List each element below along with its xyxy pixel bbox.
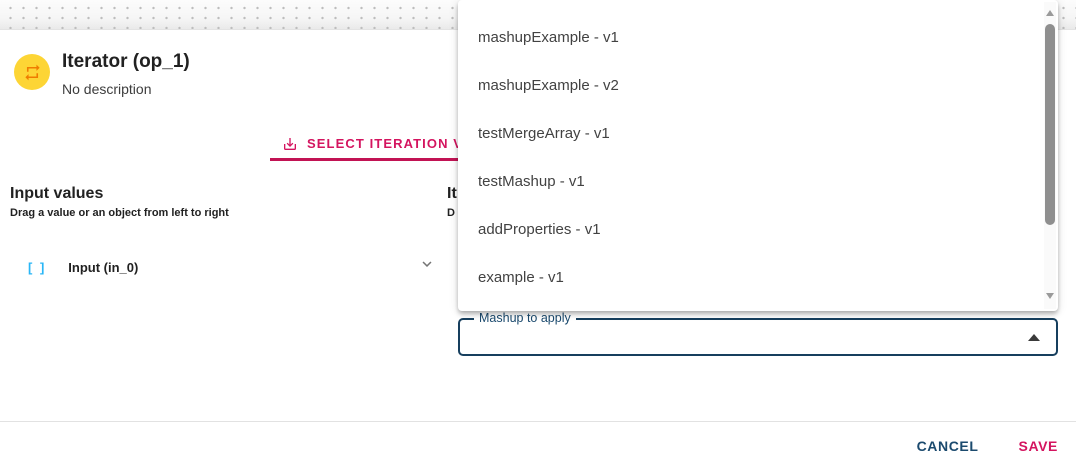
scrollbar-down-arrow-icon[interactable] — [1046, 293, 1054, 299]
iterator-node-icon — [14, 54, 50, 90]
input-values-description: Drag a value or an object from left to r… — [10, 207, 229, 219]
scrollbar-up-arrow-icon[interactable] — [1046, 10, 1054, 16]
dropdown-option[interactable]: testMashup - v1 — [478, 173, 585, 190]
save-button[interactable]: SAVE — [1018, 438, 1058, 454]
dialog-title: Iterator (op_1) — [62, 51, 190, 72]
dialog-footer: CANCEL SAVE — [917, 432, 1058, 460]
footer-divider — [0, 421, 1076, 422]
dropdown-option[interactable]: mashupExample - v2 — [478, 77, 619, 94]
dropdown-option[interactable]: example - v1 — [478, 269, 564, 286]
input-value-row[interactable]: [ ] Input (in_0) — [10, 250, 440, 284]
dropdown-option[interactable]: testMergeArray - v1 — [478, 125, 610, 142]
download-icon — [282, 136, 298, 152]
input-values-heading: Input values — [10, 185, 104, 202]
iteration-values-description-fragment: D — [447, 207, 455, 219]
mashup-options-dropdown: mashupExample - v1 mashupExample - v2 te… — [458, 0, 1058, 311]
tab-label: SELECT ITERATION V — [307, 136, 464, 151]
dialog-subtitle: No description — [62, 81, 152, 97]
dropdown-option[interactable]: mashupExample - v1 — [478, 29, 619, 46]
select-floating-label: Mashup to apply — [474, 311, 576, 325]
cancel-button[interactable]: CANCEL — [916, 438, 979, 454]
scrollbar-thumb[interactable] — [1045, 24, 1055, 225]
dropdown-option[interactable]: addProperties - v1 — [478, 221, 601, 238]
array-type-icon: [ ] — [28, 259, 47, 275]
iteration-values-heading-fragment: It — [447, 185, 457, 202]
arrow-drop-up-icon[interactable] — [1028, 334, 1040, 341]
mashup-to-apply-select[interactable]: Mashup to apply — [458, 311, 1058, 356]
input-row-label: Input (in_0) — [68, 259, 139, 275]
chevron-down-icon[interactable] — [418, 255, 436, 278]
repeat-icon — [24, 64, 40, 80]
